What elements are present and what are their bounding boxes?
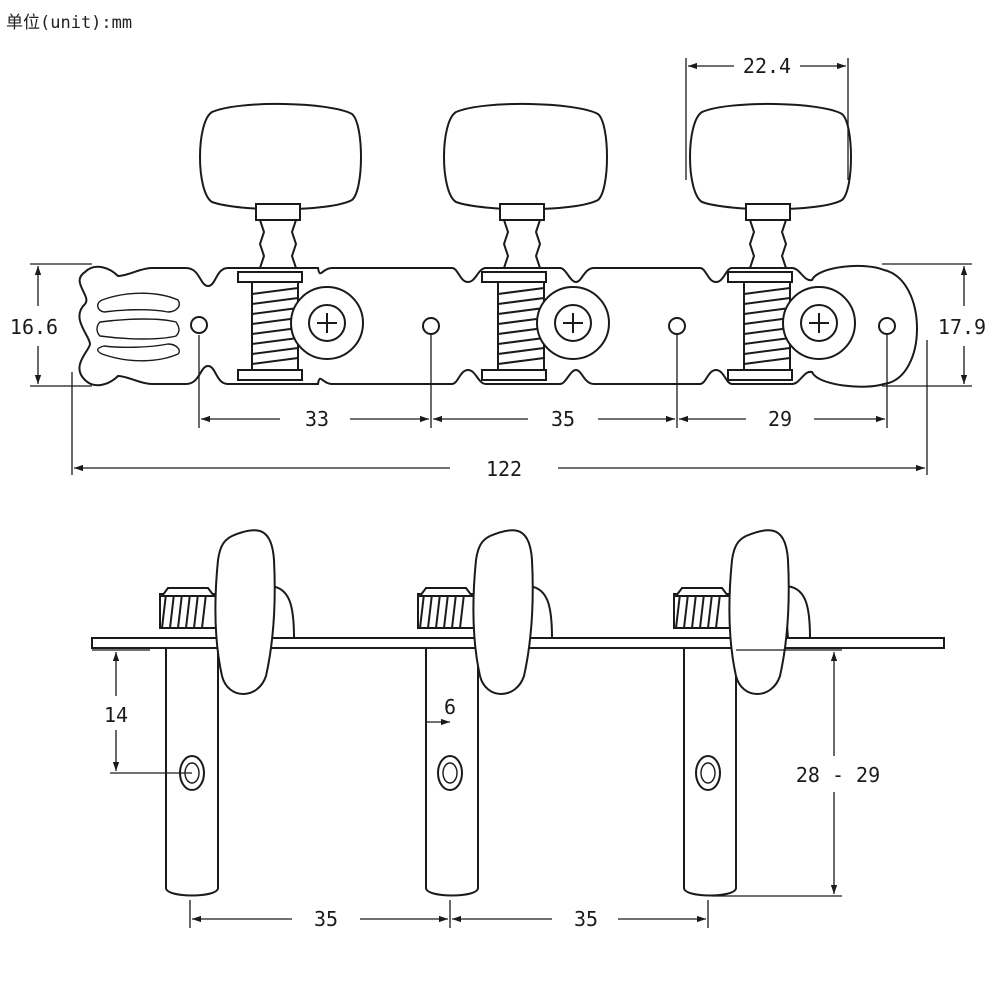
dim-label-post-spacing-1: 35: [314, 907, 338, 931]
mount-hole-1: [190, 316, 208, 334]
mount-hole-3: [668, 317, 686, 335]
post-2: [425, 645, 479, 897]
dim-label-left-height: 16.6: [10, 315, 58, 339]
dim-hole-depth: 14: [92, 649, 192, 774]
post-hole-3: [695, 755, 721, 791]
shaft-neck-3: [748, 219, 788, 269]
worm-housing-3: [727, 271, 793, 283]
post-1: [165, 645, 219, 897]
knob-2: [443, 102, 608, 211]
scroll-slot-middle: [96, 318, 180, 340]
dim-label-hole-depth: 14: [104, 703, 128, 727]
screw-head-1: [317, 313, 337, 333]
dim-hole-spacing: 33 35 29: [198, 335, 888, 431]
shaft-neck-2: [502, 219, 542, 269]
dim-left-height: 16.6: [10, 263, 92, 387]
knob-stem-1: [255, 203, 301, 221]
worm-housing-bottom-3: [727, 369, 793, 381]
tuner-unit-3: [689, 102, 856, 381]
side-worm-3: [673, 584, 812, 639]
mount-hole-4: [878, 317, 896, 335]
dim-label-post-diameter: 6: [444, 695, 456, 719]
scroll-slot-top: [97, 292, 180, 313]
worm-thread-3: [743, 287, 791, 365]
dim-label-hole-spacing-1: 33: [305, 407, 329, 431]
tuner-unit-1: [199, 102, 364, 381]
side-knob-1: [214, 529, 276, 695]
worm-housing-bottom-1: [237, 369, 303, 381]
dim-label-post-spacing-2: 35: [574, 907, 598, 931]
dim-label-overall-length: 122: [486, 457, 522, 481]
knob-stem-2: [499, 203, 545, 221]
side-knob-2: [472, 529, 534, 695]
worm-thread-2: [497, 287, 545, 365]
mount-hole-2: [422, 317, 440, 335]
worm-thread-1: [251, 287, 299, 365]
dim-post-diameter: 6: [426, 695, 456, 726]
worm-housing-bottom-2: [481, 369, 547, 381]
dim-post-length: 28 - 29: [712, 649, 880, 897]
knob-stem-3: [745, 203, 791, 221]
screw-head-3: [809, 313, 829, 333]
dim-post-spacing: 35 35: [189, 900, 709, 931]
side-knob-3: [728, 529, 790, 695]
post-hole-2: [437, 755, 463, 791]
dim-overall-length: 122: [71, 340, 928, 481]
worm-housing-1: [237, 271, 303, 283]
knob-3: [689, 102, 852, 211]
scroll-slot-bottom: [97, 343, 180, 362]
worm-housing-2: [481, 271, 547, 283]
unit-label: 单位(unit):mm: [6, 13, 133, 33]
dim-label-hole-spacing-3: 29: [768, 407, 792, 431]
knob-1: [199, 102, 362, 211]
dim-label-right-height: 17.9: [938, 315, 986, 339]
dim-knob-width: 22.4: [685, 54, 849, 180]
post-3: [683, 645, 737, 897]
tuner-unit-2: [443, 102, 610, 381]
shaft-neck-1: [258, 219, 298, 269]
dim-label-post-length: 28 - 29: [796, 763, 880, 787]
dim-label-hole-spacing-2: 35: [551, 407, 575, 431]
dim-label-knob-width: 22.4: [743, 54, 791, 78]
side-view: 14 6 28 - 29 35 35: [91, 529, 945, 931]
top-view: 22.4 16.6 17.9 33: [10, 54, 986, 481]
screw-head-2: [563, 313, 583, 333]
